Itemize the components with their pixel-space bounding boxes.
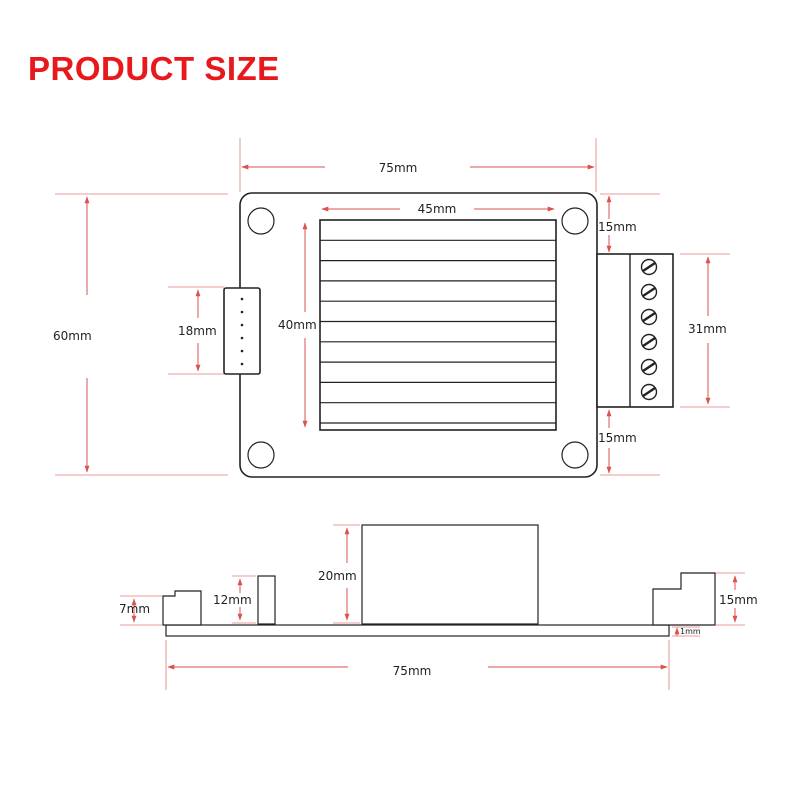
heatsink-side — [361, 524, 539, 625]
dim-connector-height: 18mm — [178, 324, 217, 338]
side-view: 20mm 12mm 7mm 15mm 1mm 75mm — [119, 524, 758, 690]
mounting-hole — [247, 207, 275, 235]
dim-board-width: 75mm — [379, 161, 418, 175]
screw-icon — [640, 283, 658, 301]
screw-terminal — [596, 253, 674, 408]
screw-icon — [640, 308, 658, 326]
terminal-side — [652, 572, 716, 626]
mounting-hole — [561, 441, 589, 469]
connector-pin — [240, 362, 244, 366]
screw-icon — [640, 258, 658, 276]
page-title: PRODUCT SIZE — [28, 50, 280, 87]
connector-pin — [240, 349, 244, 353]
dim-board-height: 60mm — [53, 329, 92, 343]
dim-board-thickness: 1mm — [680, 627, 701, 636]
connector-pin — [240, 297, 244, 301]
dim-terminal-bottom-offset: 15mm — [598, 431, 637, 445]
heatsink-top — [319, 219, 557, 431]
mounting-hole — [247, 441, 275, 469]
dim-side-board-length: 75mm — [393, 664, 432, 678]
dim-terminal-top-offset: 15mm — [598, 220, 637, 234]
connector-pin — [240, 323, 244, 327]
dim-side-connector-height: 12mm — [213, 593, 252, 607]
connector-pin — [240, 310, 244, 314]
screw-icon — [640, 333, 658, 351]
dim-side-terminal-height: 15mm — [719, 593, 758, 607]
screw-icon — [640, 383, 658, 401]
top-view: 75mm 60mm 45mm 40mm 18mm 15mm 31mm 15mm — [53, 138, 730, 478]
pin-connector — [223, 287, 261, 375]
dim-side-left-block-height: 7mm — [119, 602, 150, 616]
dim-heatsink-height: 40mm — [278, 318, 317, 332]
connector-side — [257, 575, 276, 625]
mounting-hole — [561, 207, 589, 235]
dim-terminal-height: 31mm — [688, 322, 727, 336]
dim-side-heatsink-height: 20mm — [318, 569, 357, 583]
left-block-side — [162, 590, 202, 626]
connector-pin — [240, 336, 244, 340]
dim-heatsink-width: 45mm — [418, 202, 457, 216]
screw-icon — [640, 358, 658, 376]
board-side — [165, 624, 670, 637]
